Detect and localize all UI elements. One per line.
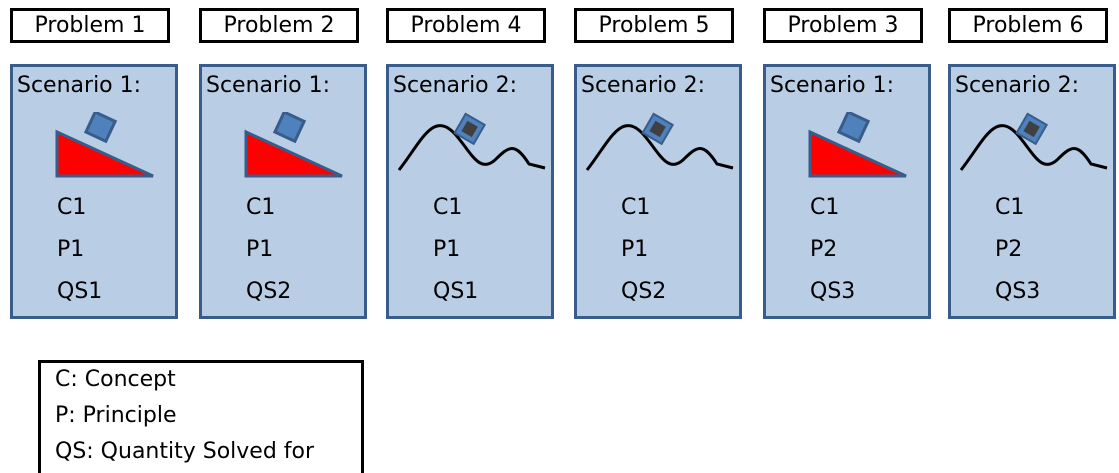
concept-tag: C1 <box>246 195 276 220</box>
ramp-icon <box>244 112 343 178</box>
principle-tag: P1 <box>246 237 274 262</box>
concept-tag: C1 <box>995 195 1025 220</box>
wave-track-icon <box>959 112 1108 171</box>
problem-title: Problem 4 <box>386 8 546 43</box>
scenario-card: Scenario 2: C1 P1 QS2 <box>574 64 742 319</box>
scenario-label: Scenario 1: <box>770 73 895 98</box>
problem-column-3: Problem 4 Scenario 2: C1 P1 QS1 <box>386 0 564 330</box>
quantity-tag: QS2 <box>246 279 292 304</box>
scenario-label: Scenario 2: <box>581 73 706 98</box>
principle-tag: P2 <box>810 237 838 262</box>
quantity-tag: QS1 <box>433 279 479 304</box>
legend-principle: P: Principle <box>55 403 177 428</box>
quantity-tag: QS2 <box>621 279 667 304</box>
concept-tag: C1 <box>810 195 840 220</box>
scenario-label: Scenario 1: <box>17 73 142 98</box>
concept-tag: C1 <box>57 195 87 220</box>
scenario-label: Scenario 1: <box>206 73 331 98</box>
problem-title: Problem 3 <box>763 8 923 43</box>
wave-track-icon <box>397 112 546 171</box>
principle-tag: P2 <box>995 237 1023 262</box>
scenario-card: Scenario 1: C1 P2 QS3 <box>763 64 931 319</box>
scenario-label: Scenario 2: <box>955 73 1080 98</box>
legend-box: C: Concept P: Principle QS: Quantity Sol… <box>38 360 364 473</box>
quantity-tag: QS3 <box>995 279 1041 304</box>
ramp-icon <box>55 112 154 178</box>
problem-column-5: Problem 3 Scenario 1: C1 P2 QS3 <box>763 0 941 330</box>
ramp-icon <box>808 112 907 178</box>
problem-column-4: Problem 5 Scenario 2: C1 P1 QS2 <box>574 0 752 330</box>
legend-concept: C: Concept <box>55 367 176 392</box>
problem-column-2: Problem 2 Scenario 1: C1 P1 QS2 <box>199 0 377 330</box>
quantity-tag: QS3 <box>810 279 856 304</box>
problem-title: Problem 6 <box>948 8 1108 43</box>
scenario-card: Scenario 1: C1 P1 QS2 <box>199 64 367 319</box>
principle-tag: P1 <box>621 237 649 262</box>
principle-tag: P1 <box>57 237 85 262</box>
concept-tag: C1 <box>433 195 463 220</box>
legend-quantity: QS: Quantity Solved for <box>55 439 315 464</box>
concept-tag: C1 <box>621 195 651 220</box>
scenario-card: Scenario 1: C1 P1 QS1 <box>10 64 178 319</box>
quantity-tag: QS1 <box>57 279 103 304</box>
scenario-label: Scenario 2: <box>393 73 518 98</box>
problem-title: Problem 2 <box>199 8 359 43</box>
scenario-card: Scenario 2: C1 P1 QS1 <box>386 64 554 319</box>
scenario-card: Scenario 2: C1 P2 QS3 <box>948 64 1116 319</box>
principle-tag: P1 <box>433 237 461 262</box>
wave-track-icon <box>585 112 734 171</box>
problem-title: Problem 1 <box>10 8 170 43</box>
problem-title: Problem 5 <box>574 8 734 43</box>
problem-column-1: Problem 1 Scenario 1: C1 P1 QS1 <box>10 0 188 330</box>
problem-column-6: Problem 6 Scenario 2: C1 P2 QS3 <box>948 0 1119 330</box>
